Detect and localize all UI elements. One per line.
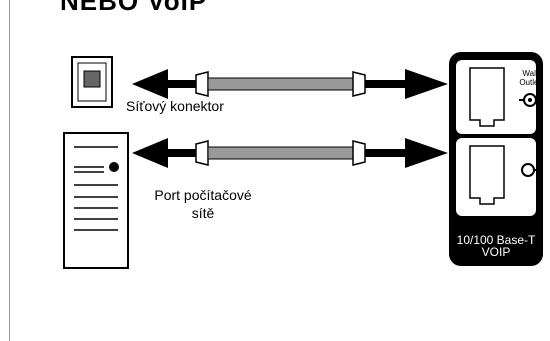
network-port-label-line2: sítě xyxy=(191,205,215,221)
network-connector-label: Síťový konektor xyxy=(126,98,224,114)
module-name-label: 10/100 Base-T VOIP xyxy=(449,234,543,258)
module-name-line2: VOIP xyxy=(481,245,511,259)
rj45-port-bottom-icon xyxy=(469,145,505,205)
network-port-label-line1: Port počítačové xyxy=(154,187,252,203)
wall-outlet-label-1: Wall xyxy=(522,69,537,78)
computer-tower-icon xyxy=(63,132,129,269)
network-out-icon xyxy=(521,163,540,177)
diagram-title: NEBO VoIP xyxy=(60,0,208,16)
wall-jack-icon xyxy=(71,56,113,108)
module-name-line1: 10/100 Base-T xyxy=(456,233,536,247)
bottom-cable-arrow xyxy=(132,138,448,168)
rj45-port-top-icon xyxy=(469,67,505,127)
page-frame-line xyxy=(9,0,10,341)
wall-outlet-in-icon xyxy=(519,93,537,107)
top-cable-arrow xyxy=(132,69,448,99)
voip-module: Wall Outlet xyxy=(449,52,543,266)
wall-outlet-label-2: Outlet xyxy=(519,78,541,87)
network-port-label: Port počítačové sítě xyxy=(138,186,268,222)
